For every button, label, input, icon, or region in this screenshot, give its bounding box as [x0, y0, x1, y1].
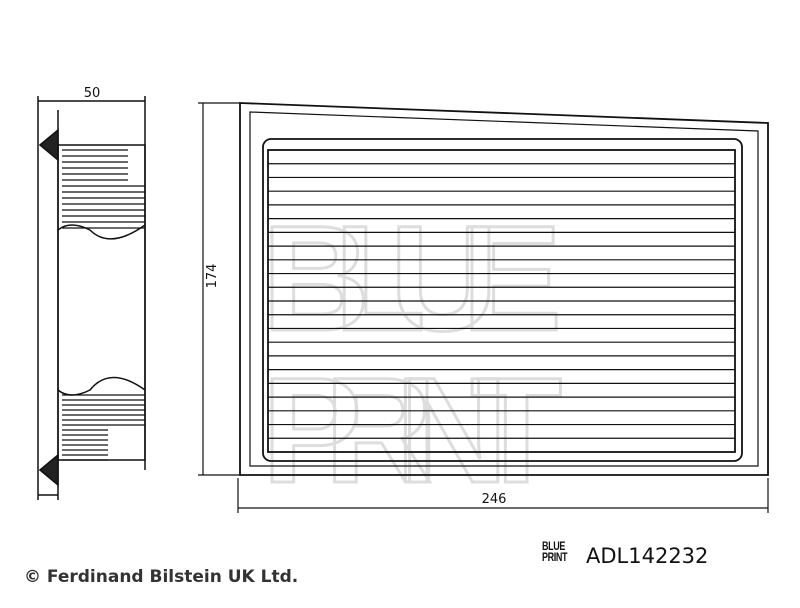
height-dimension: 174 — [198, 102, 240, 476]
watermark: BLUE PRINT — [261, 193, 564, 516]
svg-text:174: 174 — [205, 264, 220, 289]
part-number: ADL142232 — [586, 544, 709, 568]
svg-text:50: 50 — [84, 86, 101, 101]
svg-text:246: 246 — [482, 492, 507, 507]
copyright-text: © Ferdinand Bilstein UK Ltd. — [24, 567, 299, 587]
front-view — [239, 102, 769, 476]
svg-text:BLUE: BLUE — [262, 194, 562, 362]
side-view — [37, 96, 146, 500]
depth-dimension: 50 — [84, 86, 101, 101]
svg-text:PRINT: PRINT — [262, 346, 562, 514]
width-dimension: 246 — [237, 478, 769, 513]
